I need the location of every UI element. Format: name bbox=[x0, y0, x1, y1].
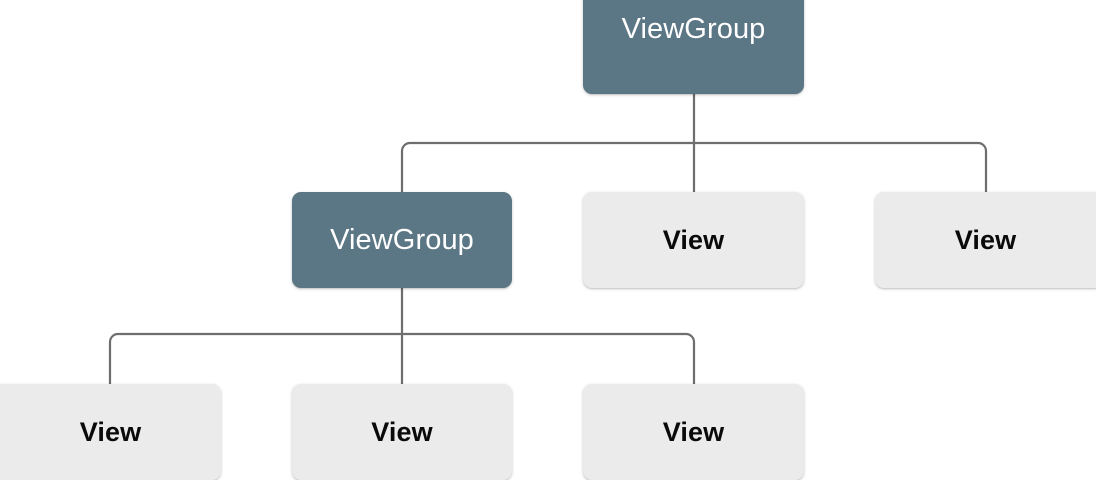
node-label: View bbox=[954, 224, 1017, 255]
node-label: ViewGroup bbox=[621, 12, 766, 45]
node-level2-viewgroup[interactable]: ViewGroup bbox=[292, 192, 512, 288]
node-level2-view-right[interactable]: View bbox=[875, 192, 1096, 288]
node-label: View bbox=[662, 224, 725, 255]
node-level3-view-left[interactable]: View bbox=[0, 384, 221, 480]
node-label: View bbox=[371, 416, 433, 447]
node-label: View bbox=[79, 416, 142, 447]
node-level3-view-right[interactable]: View bbox=[583, 384, 804, 480]
node-label: ViewGroup bbox=[330, 223, 474, 256]
edge-group2-bus-left bbox=[108, 332, 402, 384]
edge-root-bus-left bbox=[400, 141, 694, 192]
edge-group2-bus-right bbox=[402, 332, 696, 384]
node-label: View bbox=[662, 416, 725, 447]
node-level3-view-center[interactable]: View bbox=[292, 384, 512, 480]
node-level2-view-center[interactable]: View bbox=[583, 192, 804, 288]
node-root-viewgroup[interactable]: ViewGroup bbox=[583, 0, 804, 94]
edge-root-bus-right bbox=[694, 141, 988, 192]
